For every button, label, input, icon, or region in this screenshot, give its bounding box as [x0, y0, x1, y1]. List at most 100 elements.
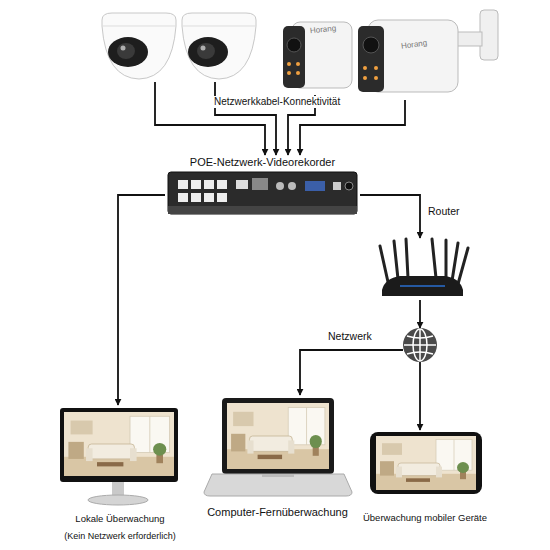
bullet-camera-part [480, 10, 498, 60]
connector-arrow [419, 362, 421, 430]
smartphone-part [370, 432, 482, 494]
smartphone-part [376, 436, 476, 490]
bullet-camera-part [374, 66, 378, 70]
laptop: Computer-Fernüberwachung [205, 395, 350, 530]
nvr-recorder-part [305, 181, 325, 191]
router-part-part [394, 241, 398, 279]
bullet-camera-part [358, 26, 384, 92]
globe-icon-part-part [407, 352, 433, 354]
nvr-recorder-part [168, 206, 357, 214]
connector-arrow [300, 350, 403, 395]
router-part-part [406, 239, 408, 278]
bullet-camera-part [287, 62, 291, 66]
router-part-part [458, 248, 468, 284]
nvr-recorder-part [276, 182, 284, 190]
nvr-recorder-part [217, 193, 227, 202]
router-part-part [432, 239, 436, 278]
node-label: Router [428, 205, 460, 218]
dome-camera [180, 10, 258, 82]
dome-camera-part [182, 26, 256, 27]
nvr-recorder-part [288, 182, 296, 190]
bullet-camera [358, 10, 498, 92]
node-label: POE-Netzwerk-Videorekorder [165, 156, 360, 169]
annotation-label: Netzwerkkabel-Konnektivität [212, 96, 342, 108]
nvr-recorder [168, 172, 357, 214]
nvr-recorder-part [333, 182, 341, 190]
bullet-camera-part [283, 26, 305, 88]
dome-camera-part [182, 13, 256, 79]
globe-icon-part-part [407, 336, 433, 338]
laptop-part [262, 474, 294, 477]
router [380, 239, 468, 296]
router: Router [378, 238, 465, 300]
connector-arrow [118, 195, 165, 405]
bullet-camera: Horang [280, 15, 352, 95]
nvr-recorder-part [252, 178, 268, 190]
router-part [400, 285, 445, 287]
connector-arrow [419, 300, 421, 328]
bullet-camera-part [287, 71, 291, 75]
dome-camera-part [121, 46, 126, 51]
laptop-part [227, 403, 329, 469]
globe-icon-part [403, 328, 437, 362]
nvr-recorder-part [178, 180, 188, 189]
globe-icon-part-part [404, 344, 436, 346]
bullet-camera-part [363, 37, 379, 53]
bullet-camera-part [296, 62, 300, 66]
globe-icon-part [404, 329, 436, 361]
connector-arrow [288, 95, 315, 155]
connector-arrow [215, 82, 276, 155]
nvr-recorder-part [204, 193, 214, 202]
bullet-camera-part [287, 38, 301, 52]
desktop-monitor-part [60, 408, 178, 482]
nvr-recorder-part [204, 180, 214, 189]
dome-camera-part [188, 37, 228, 67]
bullet-camera-part [296, 71, 300, 75]
smartphone: Überwachung mobiler Geräte [368, 430, 482, 530]
desktop-monitor-part [64, 412, 174, 476]
nvr-recorder-part [168, 172, 357, 214]
smartphone [370, 432, 482, 494]
bullet-camera-part [363, 66, 367, 70]
node-label: Netzwerk [328, 330, 372, 343]
connector-arrow [155, 82, 265, 155]
dome-camera [102, 13, 176, 79]
bullet-camera-part [374, 76, 378, 80]
dome-camera [100, 10, 178, 82]
nvr-recorder-part [236, 180, 248, 189]
node-label: Horang [400, 38, 427, 51]
nvr-recorder-part [191, 180, 201, 189]
connector-arrow [300, 100, 405, 155]
dome-camera-part [201, 46, 206, 51]
dome-camera [182, 13, 256, 79]
bullet-camera [283, 22, 352, 88]
bullet-camera-part [363, 76, 367, 80]
laptop [204, 398, 352, 496]
nvr-recorder-part [217, 180, 227, 189]
nvr-recorder-part [345, 182, 353, 190]
nvr-recorder-part [191, 193, 201, 202]
globe-icon: Netzwerk [403, 328, 437, 362]
node-label: Lokale Überwachung [35, 513, 205, 524]
bullet-camera: Horang [355, 10, 465, 100]
router-part [382, 276, 463, 296]
router-part-part [445, 240, 448, 279]
desktop-monitor [60, 408, 178, 505]
node-label: Horang [310, 24, 337, 36]
laptop-part [204, 474, 352, 496]
nvr-recorder-part [178, 193, 188, 202]
node-label: Überwachung mobiler Geräte [353, 512, 497, 523]
dome-camera-part [102, 13, 176, 79]
laptop-part [222, 398, 334, 474]
dome-camera-part [102, 26, 176, 27]
dome-camera-part [117, 43, 135, 59]
router-part-part [380, 246, 388, 282]
desktop-monitor-part [88, 495, 148, 505]
router-part-part [452, 243, 458, 281]
nvr-recorder: POE-Netzwerk-Videorekorder [165, 155, 360, 215]
dome-camera-part [197, 43, 215, 59]
